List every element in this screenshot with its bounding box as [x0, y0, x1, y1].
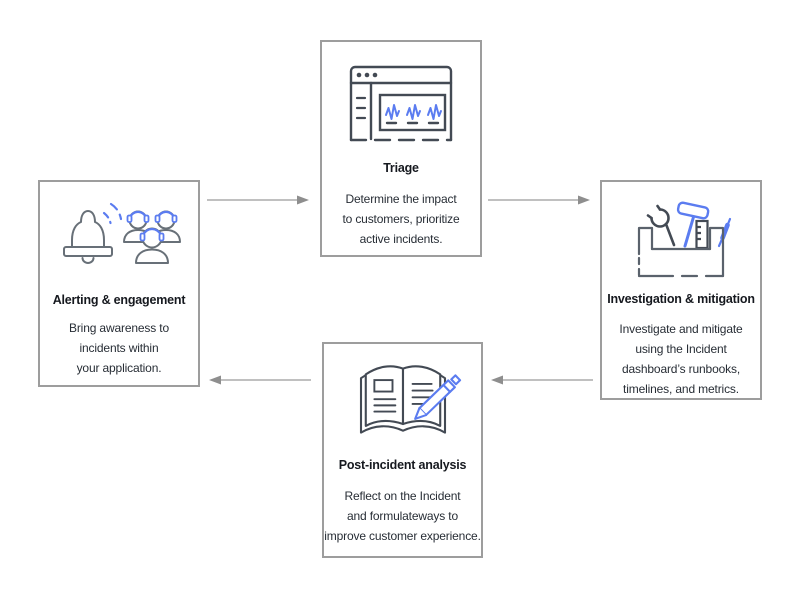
node-triage: Triage Determine the impact to customers… — [320, 40, 482, 257]
node-title: Post-incident analysis — [338, 458, 467, 472]
node-description-line: dashboard’s runbooks, — [621, 362, 741, 376]
dashboard-window-icon — [343, 58, 459, 155]
arrow-postincident-to-alerting — [209, 375, 311, 385]
arrow-triage-to-investigation — [488, 195, 590, 205]
bell-people-icon — [54, 197, 184, 288]
node-description-line: your application. — [76, 361, 162, 375]
node-description-line: Determine the impact — [345, 192, 457, 206]
notebook-pencil-icon — [340, 356, 466, 455]
node-description-line: Reflect on the Incident — [344, 489, 461, 503]
node-description-line: to customers, prioritize — [342, 212, 460, 226]
node-title: Triage — [383, 161, 419, 175]
node-title: Alerting & engagement — [52, 293, 186, 307]
node-investigation-mitigation: Investigation & mitigation Investigate a… — [600, 180, 762, 400]
toolbox-icon — [616, 196, 746, 287]
node-description-line: timelines, and metrics. — [623, 382, 739, 396]
node-post-incident-analysis: Post-incident analysis Reflect on the In… — [322, 342, 483, 558]
node-description-line: Bring awareness to — [68, 321, 170, 335]
node-description-line: Investigate and mitigate — [619, 322, 743, 336]
node-title: Investigation & mitigation — [607, 292, 755, 306]
node-alerting-engagement: Alerting & engagement Bring awareness to… — [38, 180, 200, 387]
arrow-investigation-to-postincident — [491, 375, 593, 385]
node-description-line: improve customer experience. — [324, 529, 481, 543]
arrow-alerting-to-triage — [207, 195, 309, 205]
node-description-line: and formulateways to — [346, 509, 459, 523]
node-description-line: using the Incident — [635, 342, 727, 356]
node-description-line: incidents within — [79, 341, 159, 355]
node-description-line: active incidents. — [359, 232, 443, 246]
